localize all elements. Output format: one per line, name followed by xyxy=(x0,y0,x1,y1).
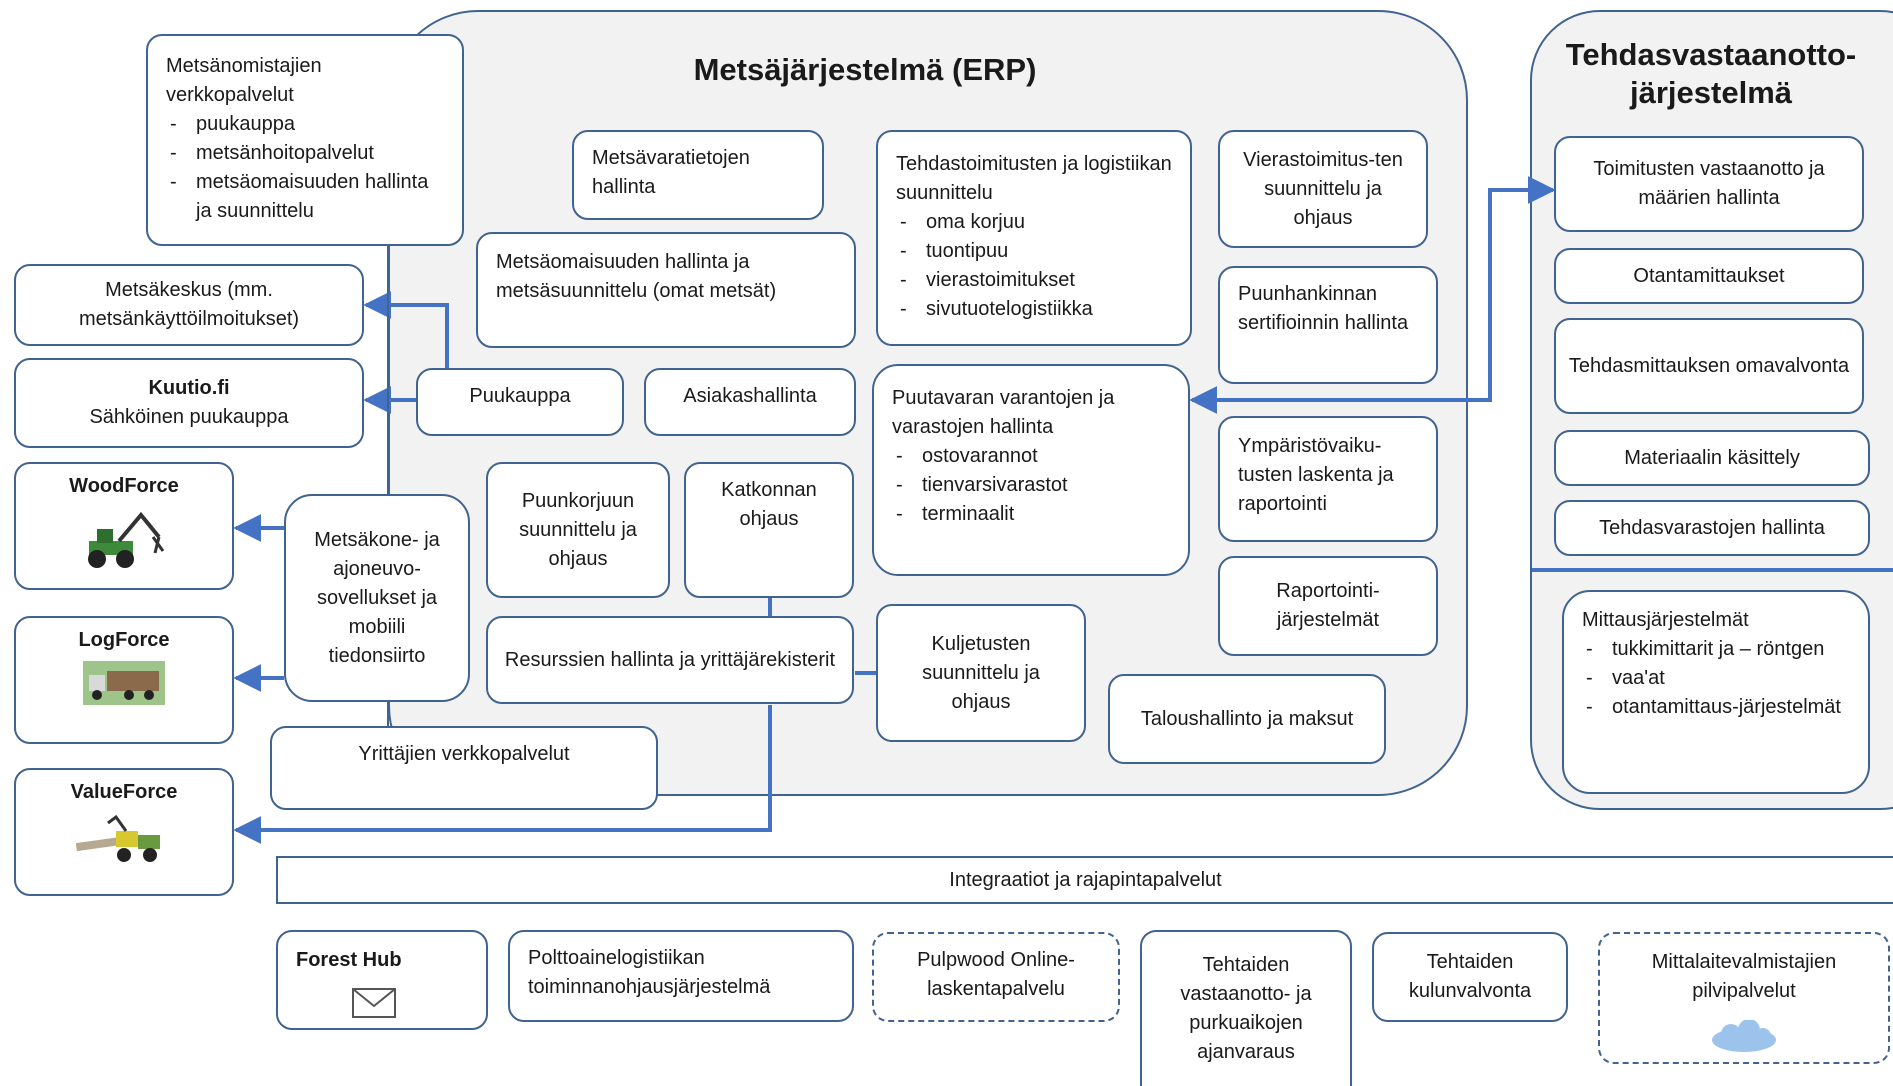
polttoaine-label: Polttoainelogistiikan toiminnanohjausjär… xyxy=(528,947,771,998)
tehdastoimitukset-title: Tehdastoimitusten ja logistiikan suunnit… xyxy=(896,153,1172,204)
metsavara-label: Metsävaratietojen hallinta xyxy=(592,147,750,198)
forest-machine-icon xyxy=(88,511,165,568)
metsakeskus-label: Metsäkeskus (mm. metsänkäyttöilmoitukset… xyxy=(78,279,300,330)
taloushallinto-box: Taloushallinto ja maksut xyxy=(1108,674,1386,764)
list-item: tienvarsivarastot xyxy=(892,471,1170,500)
kuutio-subtitle: Sähköinen puukauppa xyxy=(89,406,289,428)
list-item: sivutuotelogistiikka xyxy=(896,295,1172,324)
metsaomaisuus-box: Metsäomaisuuden hallinta ja metsäsuunnit… xyxy=(476,232,856,348)
omavalvonta-box: Tehdasmittauksen omavalvonta xyxy=(1554,318,1864,414)
puutavara-title: Puutavaran varantojen ja varastojen hall… xyxy=(892,387,1115,438)
toimitukset-label: Toimitusten vastaanotto ja määrien halli… xyxy=(1593,158,1825,209)
metsakone-box: Metsäkone- ja ajoneuvo-sovellukset ja mo… xyxy=(284,494,470,702)
list-item: metsänhoitopalvelut xyxy=(166,139,444,168)
katkonta-label: Katkonnan ohjaus xyxy=(721,479,817,530)
list-item: otantamittaus-järjestelmät xyxy=(1582,693,1850,722)
mittalaite-label: Mittalaitevalmistajien pilvipalvelut xyxy=(1651,951,1837,1002)
ymparisto-label: Ympäristövaiku-tusten laskenta ja raport… xyxy=(1238,435,1394,515)
puunkorjuu-label: Puunkorjuun suunnittelu ja ohjaus xyxy=(519,489,637,570)
woodforce-box: WoodForce xyxy=(14,462,234,590)
mittaus-box: Mittausjärjestelmät tukkimittarit ja – r… xyxy=(1562,590,1870,794)
otanta-label: Otantamittaukset xyxy=(1633,264,1785,287)
reception-to-puutavara-connector xyxy=(1189,176,1556,414)
mittaus-title: Mittausjärjestelmät xyxy=(1582,609,1749,631)
logforce-label: LogForce xyxy=(78,629,170,651)
katkonta-box: Katkonnan ohjaus xyxy=(684,462,854,598)
list-item: terminaalit xyxy=(892,500,1170,529)
integraatiot-label: Integraatiot ja rajapintapalvelut xyxy=(949,868,1222,891)
resurssit-label: Resurssien hallinta ja yrittäjärekisteri… xyxy=(504,648,836,671)
list-item: oma korjuu xyxy=(896,208,1172,237)
factory-reception-title: Tehdasvastaanotto-järjestelmä xyxy=(1565,37,1857,110)
metsavara-box: Metsävaratietojen hallinta xyxy=(572,130,824,220)
kuljetukset-box: Kuljetusten suunnittelu ja ohjaus xyxy=(876,604,1086,742)
timber-truck-icon xyxy=(83,661,165,705)
resurssit-box: Resurssien hallinta ja yrittäjärekisteri… xyxy=(486,616,854,704)
foresthub-box: Forest Hub xyxy=(276,930,488,1030)
raportointi-box: Raportointi-järjestelmät xyxy=(1218,556,1438,656)
puukauppa-box: Puukauppa xyxy=(416,368,624,436)
otanta-box: Otantamittaukset xyxy=(1554,248,1864,304)
vierastoimitukset-box: Vierastoimitus-ten suunnittelu ja ohjaus xyxy=(1218,130,1428,248)
ajanvaraus-label: Tehtaiden vastaanotto- ja purkuaikojen a… xyxy=(1180,954,1312,1063)
envelope-icon xyxy=(352,988,396,1018)
metsakone-label: Metsäkone- ja ajoneuvo-sovellukset ja mo… xyxy=(314,528,440,667)
sertifiointi-label: Puunhankinnan sertifioinnin hallinta xyxy=(1238,283,1409,334)
pulpwood-box: Pulpwood Online-laskentapalvelu xyxy=(872,932,1120,1022)
omavalvonta-label: Tehdasmittauksen omavalvonta xyxy=(1568,354,1850,377)
valueforce-box: ValueForce xyxy=(14,768,234,896)
asiakashallinta-box: Asiakashallinta xyxy=(644,368,856,436)
cloud-icon xyxy=(1712,1020,1776,1052)
valueforce-label: ValueForce xyxy=(70,781,178,803)
woodforce-label: WoodForce xyxy=(69,475,179,497)
logforce-box: LogForce xyxy=(14,616,234,744)
list-item: vaa'at xyxy=(1582,664,1850,693)
kuutio-box: Kuutio.fi Sähköinen puukauppa xyxy=(14,358,364,448)
yrittajat-label: Yrittäjien verkkopalvelut xyxy=(358,743,570,765)
varastot-box: Tehdasvarastojen hallinta xyxy=(1554,500,1870,556)
harvester-icon xyxy=(76,814,160,862)
yrittajat-box: Yrittäjien verkkopalvelut xyxy=(270,726,658,810)
toimitukset-box: Toimitusten vastaanotto ja määrien halli… xyxy=(1554,136,1864,232)
list-item: vierastoimitukset xyxy=(896,266,1172,295)
list-item: puukauppa xyxy=(166,110,444,139)
tehdastoimitukset-box: Tehdastoimitusten ja logistiikan suunnit… xyxy=(876,130,1192,346)
puutavara-box: Puutavaran varantojen ja varastojen hall… xyxy=(872,364,1190,576)
resurssit-to-valueforce-connector xyxy=(233,705,772,844)
kuutio-title: Kuutio.fi xyxy=(148,377,230,399)
list-item: tukkimittarit ja – röntgen xyxy=(1582,635,1850,664)
metsakeskus-box: Metsäkeskus (mm. metsänkäyttöilmoitukset… xyxy=(14,264,364,346)
taloushallinto-label: Taloushallinto ja maksut xyxy=(1140,707,1354,730)
kulunvalvonta-box: Tehtaiden kulunvalvonta xyxy=(1372,932,1568,1022)
list-item: ostovarannot xyxy=(892,442,1170,471)
materiaali-label: Materiaalin käsittely xyxy=(1624,446,1800,469)
polttoaine-box: Polttoainelogistiikan toiminnanohjausjär… xyxy=(508,930,854,1022)
integraatiot-bar: Integraatiot ja rajapintapalvelut xyxy=(276,856,1893,904)
forest-owner-services-title: Metsänomistajien verkkopalvelut xyxy=(166,55,322,106)
list-item: tuontipuu xyxy=(896,237,1172,266)
mittalaite-box: Mittalaitevalmistajien pilvipalvelut xyxy=(1598,932,1890,1064)
sertifiointi-box: Puunhankinnan sertifioinnin hallinta xyxy=(1218,266,1438,384)
vierastoimitukset-label: Vierastoimitus-ten suunnittelu ja ohjaus xyxy=(1243,148,1403,229)
puunkorjuu-box: Puunkorjuun suunnittelu ja ohjaus xyxy=(486,462,670,598)
ajanvaraus-box: Tehtaiden vastaanotto- ja purkuaikojen a… xyxy=(1140,930,1352,1086)
foresthub-label: Forest Hub xyxy=(296,949,402,971)
list-item: metsäomaisuuden hallinta ja suunnittelu xyxy=(166,168,444,226)
kulunvalvonta-label: Tehtaiden kulunvalvonta xyxy=(1408,951,1532,1002)
erp-title: Metsäjärjestelmä (ERP) xyxy=(693,52,1037,87)
kuljetukset-label: Kuljetusten suunnittelu ja ohjaus xyxy=(922,632,1040,713)
forest-owner-services-box: Metsänomistajien verkkopalvelut puukaupp… xyxy=(146,34,464,246)
asiakashallinta-label: Asiakashallinta xyxy=(683,385,817,407)
puukauppa-to-metsakeskus-connector xyxy=(363,291,449,372)
raportointi-label: Raportointi-järjestelmät xyxy=(1276,580,1380,631)
metsaomaisuus-label: Metsäomaisuuden hallinta ja metsäsuunnit… xyxy=(496,251,777,302)
materiaali-box: Materiaalin käsittely xyxy=(1554,430,1870,486)
pulpwood-label: Pulpwood Online-laskentapalvelu xyxy=(917,949,1075,1000)
puukauppa-label: Puukauppa xyxy=(469,385,571,407)
ymparisto-box: Ympäristövaiku-tusten laskenta ja raport… xyxy=(1218,416,1438,542)
varastot-label: Tehdasvarastojen hallinta xyxy=(1599,516,1825,539)
